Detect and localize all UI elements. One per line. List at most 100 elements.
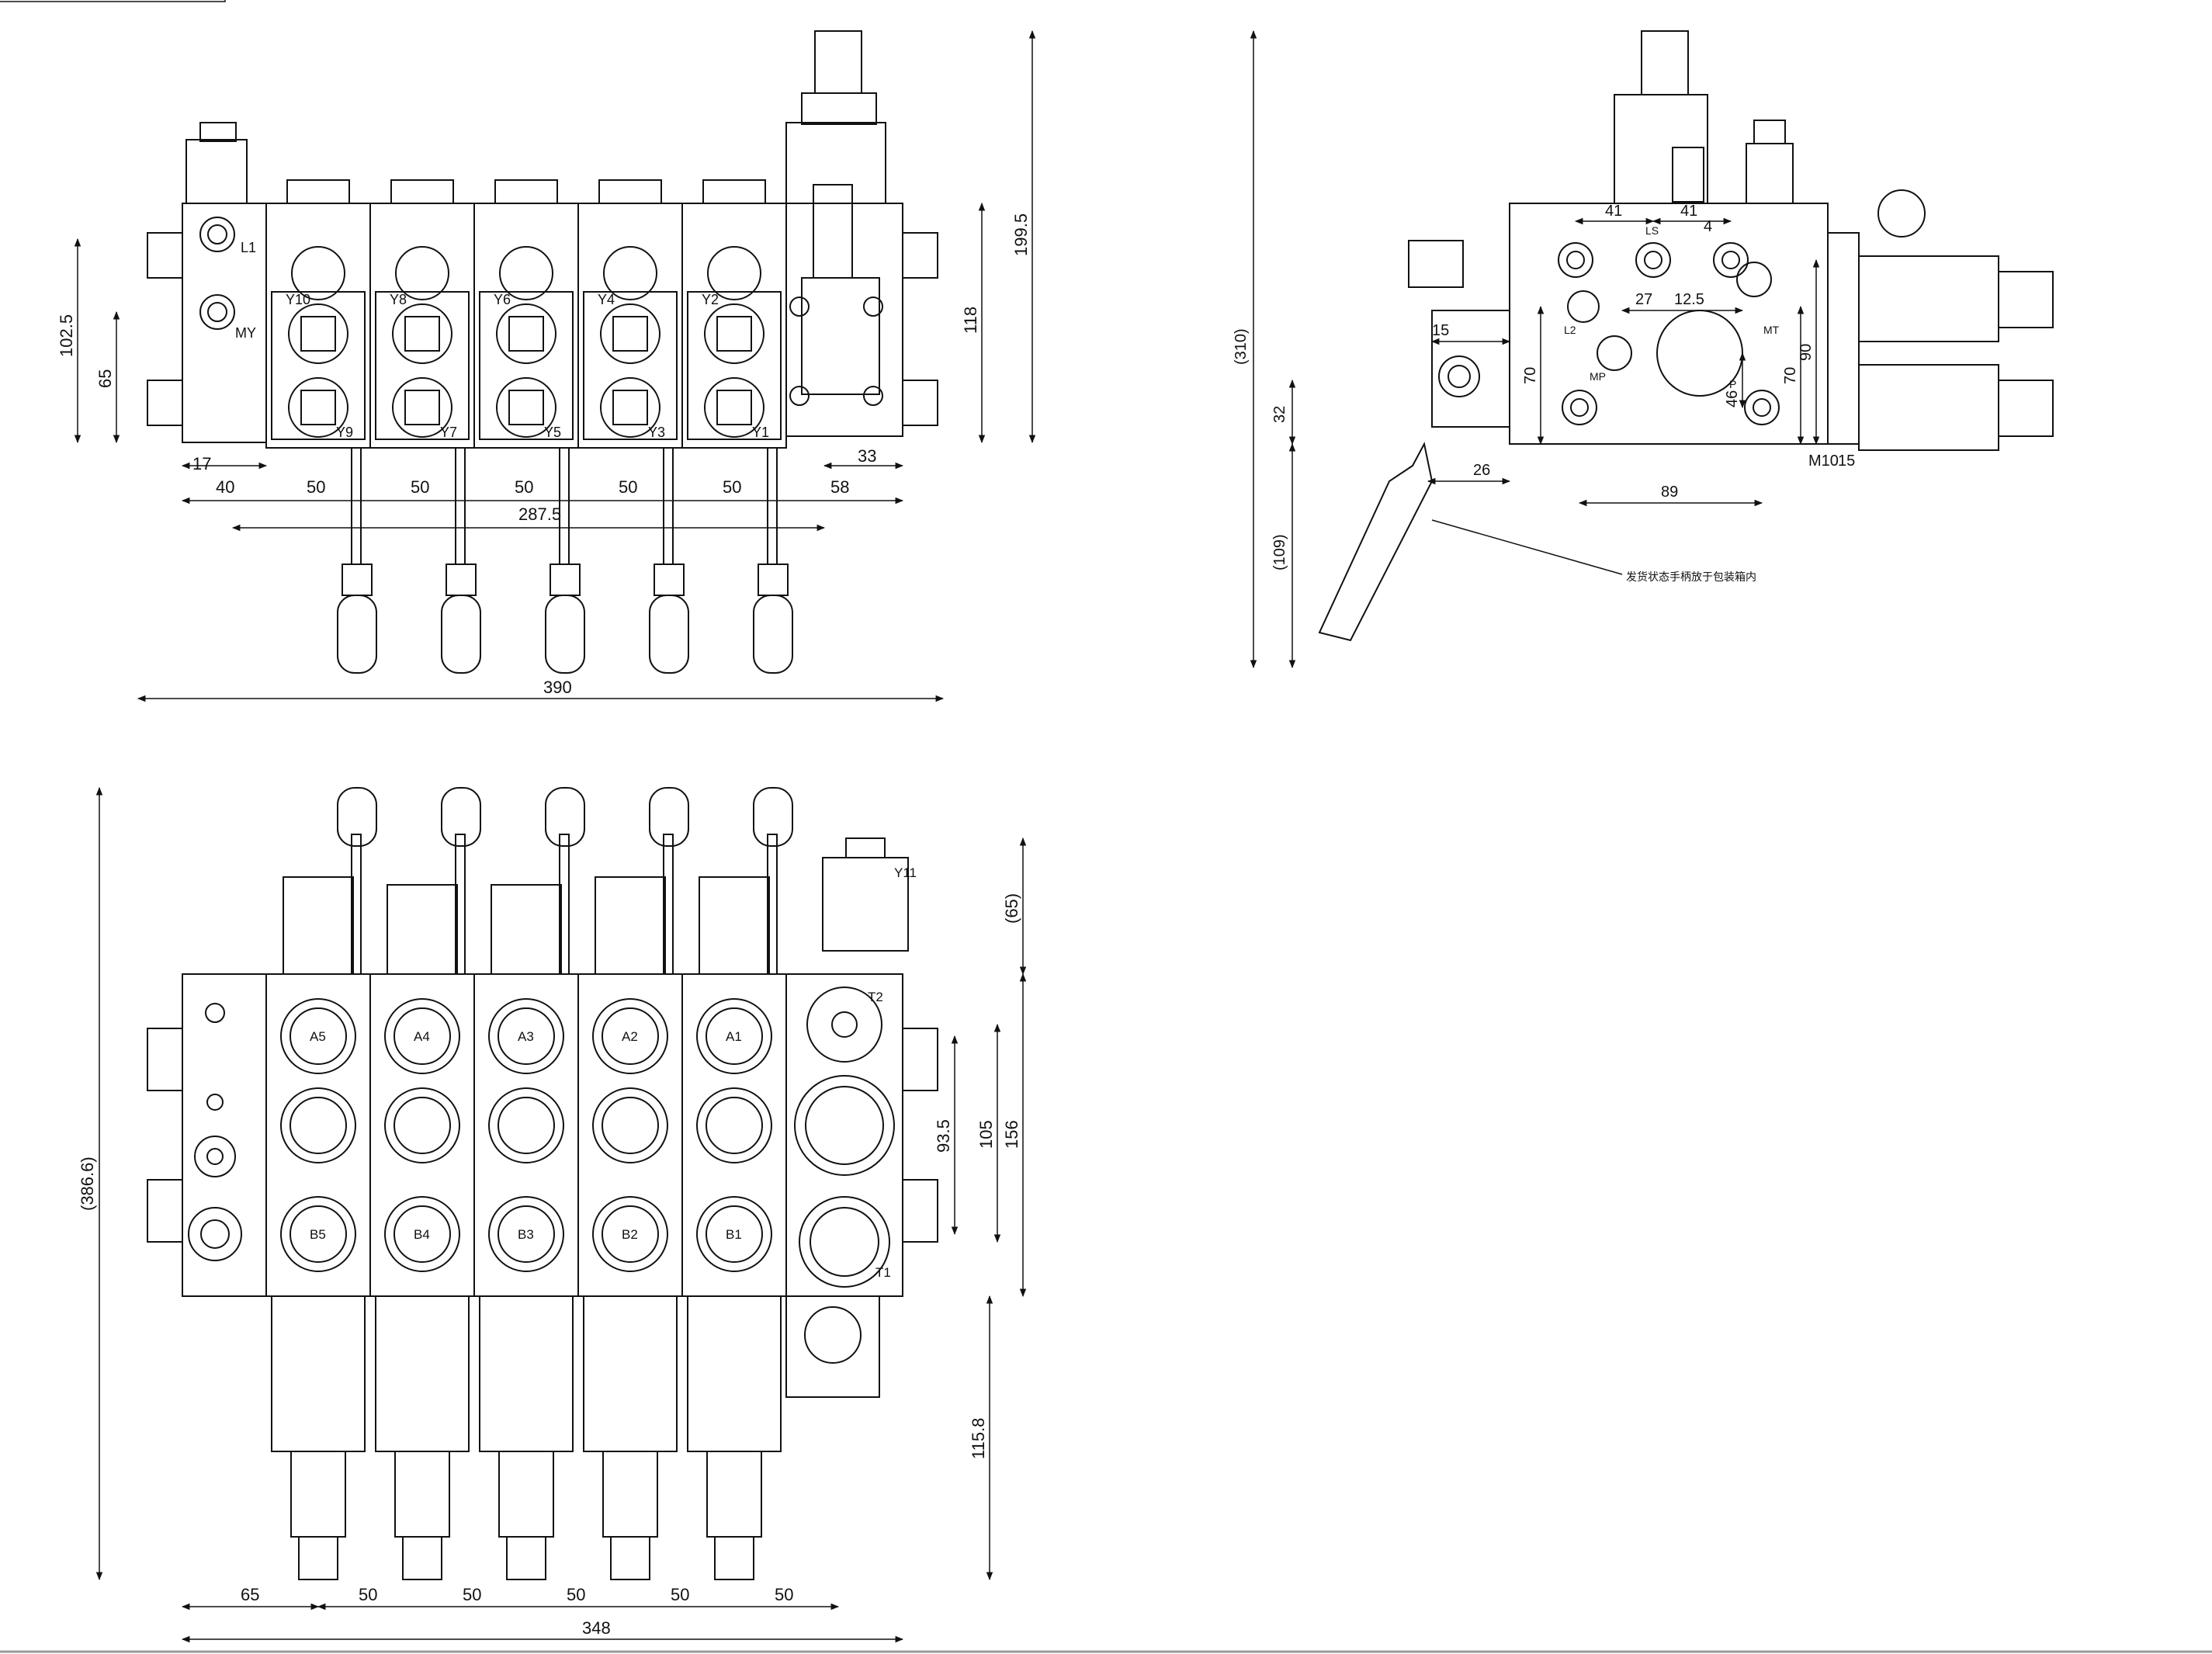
- port-b5-label: B5: [310, 1227, 326, 1242]
- plan-view: [147, 787, 938, 1580]
- dim-plan-pitch-5: 50: [775, 1585, 793, 1604]
- dim-199-5: 199.5: [1011, 213, 1031, 256]
- front-sections: [265, 203, 787, 449]
- port-b4-label: B4: [414, 1227, 430, 1242]
- dim-287-5: 287.5: [518, 505, 561, 524]
- dim-70a: 70: [1522, 367, 1539, 384]
- port-t2-label: T2: [868, 990, 883, 1004]
- port-mt-label: MT: [1763, 324, 1780, 336]
- dim-310: (310): [1233, 328, 1250, 365]
- side-ports: [1558, 242, 1780, 425]
- dim-pitch-4: 50: [619, 477, 637, 497]
- dim-plan-pitch-3: 50: [567, 1585, 585, 1604]
- thread-size: M10: [1808, 453, 1839, 470]
- port-ls-label: LS: [1645, 224, 1659, 237]
- dim-390: 390: [543, 678, 572, 697]
- dim-27: 27: [1635, 291, 1652, 308]
- side-port-labels: LS L2 MT MP P 发货状态手柄放于包装箱内: [1564, 224, 1780, 583]
- dim-65-paren: (65): [1002, 893, 1021, 924]
- port-a1-label: A1: [726, 1029, 742, 1044]
- dim-90: 90: [1798, 344, 1815, 361]
- dim-26: 26: [1473, 462, 1490, 479]
- dim-17: 17: [192, 454, 211, 473]
- dim-plan-pitch-2: 50: [463, 1585, 481, 1604]
- thread-depth: 15: [1838, 453, 1855, 470]
- dim-40: 40: [216, 477, 234, 497]
- spool-label-y6: Y6: [494, 292, 511, 307]
- dim-118: 118: [961, 307, 980, 334]
- spool-label-y2: Y2: [702, 292, 719, 307]
- port-my-label: MY: [235, 325, 256, 341]
- port-b1-label: B1: [726, 1227, 742, 1242]
- dim-46: 46: [1724, 390, 1741, 407]
- side-lever: [1318, 442, 1434, 642]
- port-a2-label: A2: [622, 1029, 638, 1044]
- port-p-label: P: [1729, 378, 1736, 390]
- port-b2-label: B2: [622, 1227, 638, 1242]
- plan-inlet: [182, 973, 267, 1297]
- front-labels: L1 MY Y10 Y8 Y6 Y4 Y2 Y9 Y7 Y5 Y3 Y1: [235, 240, 769, 440]
- dim-348: 348: [582, 1618, 611, 1638]
- front-dimensions: 102.5 65 199.5 118 17 40 50 50 50 50 50 …: [57, 213, 1031, 697]
- port-t1-label: T1: [875, 1265, 891, 1280]
- spool-label-y7: Y7: [440, 425, 457, 440]
- front-solenoids: [271, 246, 782, 440]
- dim-pitch-1: 50: [307, 477, 325, 497]
- dim-15: 15: [1432, 322, 1449, 339]
- plan-labels: A5 A4 A3 A2 A1 B5 B4 B3 B2 B1 T2 T1 Y11: [310, 865, 917, 1280]
- side-dimensions: (310) (109) 32 15 26 89 41 41 4 27 12.5 …: [1233, 203, 1855, 570]
- plan-levers: [337, 787, 793, 975]
- dim-109: (109): [1271, 534, 1288, 570]
- dim-pitch-5: 50: [723, 477, 741, 497]
- side-view: [1318, 30, 2054, 642]
- dim-41a: 41: [1605, 203, 1622, 220]
- plan-ports: [280, 987, 895, 1288]
- dim-115-8: 115.8: [969, 1418, 988, 1459]
- dim-4: 4: [1704, 218, 1712, 235]
- valve-y11-label: Y11: [894, 865, 917, 880]
- port-a3-label: A3: [518, 1029, 534, 1044]
- port-a5-label: A5: [310, 1029, 326, 1044]
- dim-65: 65: [95, 369, 115, 388]
- plan-dimension-lines: [95, 786, 1027, 1643]
- dim-386-6: (386.6): [78, 1156, 97, 1211]
- dim-33: 33: [858, 446, 876, 466]
- shipping-note: 发货状态手柄放于包装箱内: [1626, 570, 1756, 583]
- plan-solenoids: [271, 1295, 880, 1580]
- dim-93-5: 93.5: [934, 1119, 953, 1153]
- spool-label-y1: Y1: [752, 425, 769, 440]
- front-dimension-lines: [74, 29, 1036, 702]
- port-l2-label: L2: [1564, 324, 1576, 336]
- spool-label-y3: Y3: [648, 425, 665, 440]
- port-b3-label: B3: [518, 1227, 534, 1242]
- spool-label-y4: Y4: [598, 292, 615, 307]
- dim-89: 89: [1661, 484, 1678, 501]
- port-l1-label: L1: [241, 240, 256, 255]
- dim-70b: 70: [1782, 367, 1799, 384]
- front-view: [0, 0, 938, 674]
- dim-pitch-2: 50: [411, 477, 429, 497]
- dim-pitch-3: 50: [515, 477, 533, 497]
- dim-plan-pitch-1: 50: [359, 1585, 377, 1604]
- side-dimension-lines: [1250, 29, 1820, 669]
- dim-156: 156: [1002, 1120, 1021, 1149]
- spool-label-y5: Y5: [544, 425, 561, 440]
- outlet-section: [785, 203, 903, 437]
- dim-12-5: 12.5: [1674, 291, 1704, 308]
- dim-102-5: 102.5: [57, 314, 76, 357]
- dim-58: 58: [830, 477, 849, 497]
- dim-105: 105: [976, 1120, 996, 1149]
- port-a4-label: A4: [414, 1029, 430, 1044]
- dim-plan-65: 65: [241, 1585, 259, 1604]
- dim-plan-pitch-4: 50: [671, 1585, 689, 1604]
- spool-label-y9: Y9: [336, 425, 353, 440]
- dim-32: 32: [1271, 406, 1288, 423]
- plan-dimensions: (65) (386.6) 93.5 105 156 115.8 65 50 50…: [78, 893, 1021, 1638]
- spool-label-y10: Y10: [286, 292, 310, 307]
- front-levers: [337, 447, 793, 674]
- spool-label-y8: Y8: [390, 292, 407, 307]
- plan-outlet: [785, 973, 903, 1297]
- port-mp-label: MP: [1590, 370, 1606, 383]
- dim-41b: 41: [1680, 203, 1697, 220]
